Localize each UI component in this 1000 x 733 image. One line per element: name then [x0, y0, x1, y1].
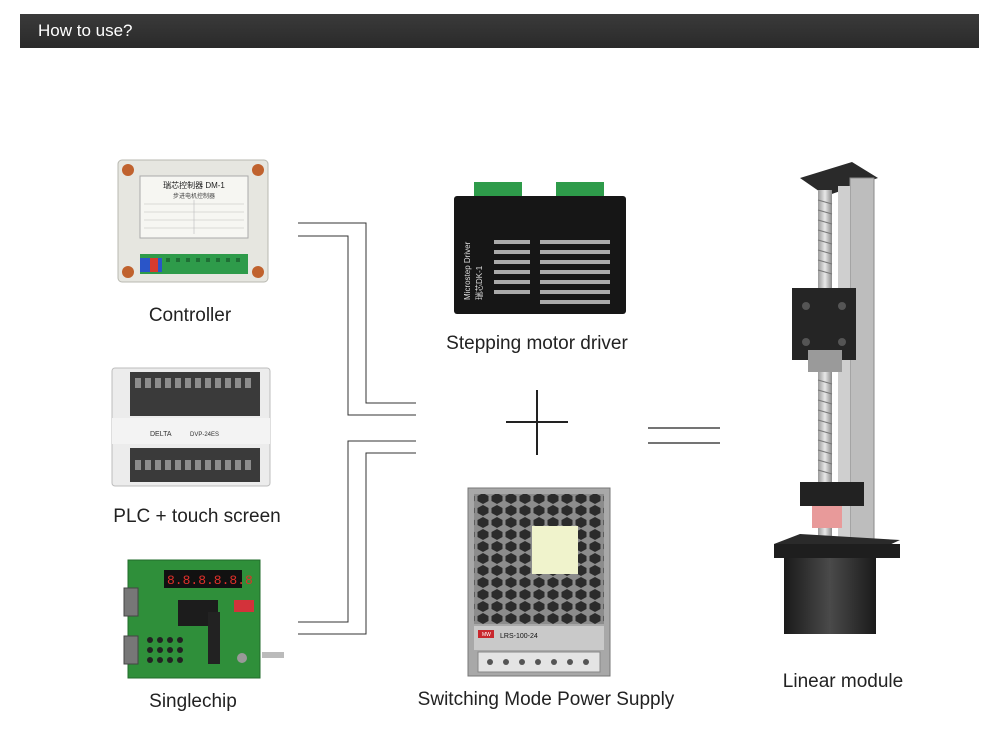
controller-line-inner: [298, 235, 416, 416]
plus-icon: [506, 390, 568, 455]
driver-device-name: Microstep Driver: [463, 241, 472, 300]
plc-model: DVP-24ES: [190, 432, 219, 438]
linear-module-image: [774, 162, 900, 634]
psu-model: LRS-100-24: [500, 633, 538, 640]
connector-lines: [298, 222, 416, 635]
controller-device-subtitle: 步进电机控制器: [173, 192, 215, 200]
singlechip-line-inner: [298, 440, 416, 623]
svg-text:8.8.8.8.8.8: 8.8.8.8.8.8: [167, 573, 253, 588]
plc-label: PLC + touch screen: [113, 506, 281, 527]
plc-image: DELTA DVP-24ES: [111, 367, 271, 487]
section-title: How to use?: [38, 21, 133, 40]
section-header: How to use?: [20, 14, 979, 48]
psu-brand: MW: [482, 632, 491, 638]
singlechip-line-outer: [298, 452, 416, 635]
driver-label: Stepping motor driver: [446, 333, 628, 354]
plc-brand: DELTA: [150, 431, 172, 438]
equals-icon: [648, 427, 720, 444]
controller-image: 瑞芯控制器 DM-1 步进电机控制器: [117, 159, 269, 283]
power-supply-image: MW LRS-100-24: [467, 487, 611, 677]
controller-device-title: 瑞芯控制器 DM-1: [163, 180, 225, 190]
linear-module-label: Linear module: [782, 671, 904, 692]
controller-label: Controller: [148, 305, 232, 326]
singlechip-label: Singlechip: [149, 691, 237, 712]
controller-line-outer: [298, 222, 416, 404]
driver-image: Microstep Driver 瑞芯DK-1: [454, 182, 626, 314]
power-supply-label: Switching Mode Power Supply: [417, 689, 675, 710]
singlechip-image: 8.8.8.8.8.8: [123, 559, 284, 679]
driver-device-model: 瑞芯DK-1: [474, 265, 484, 300]
